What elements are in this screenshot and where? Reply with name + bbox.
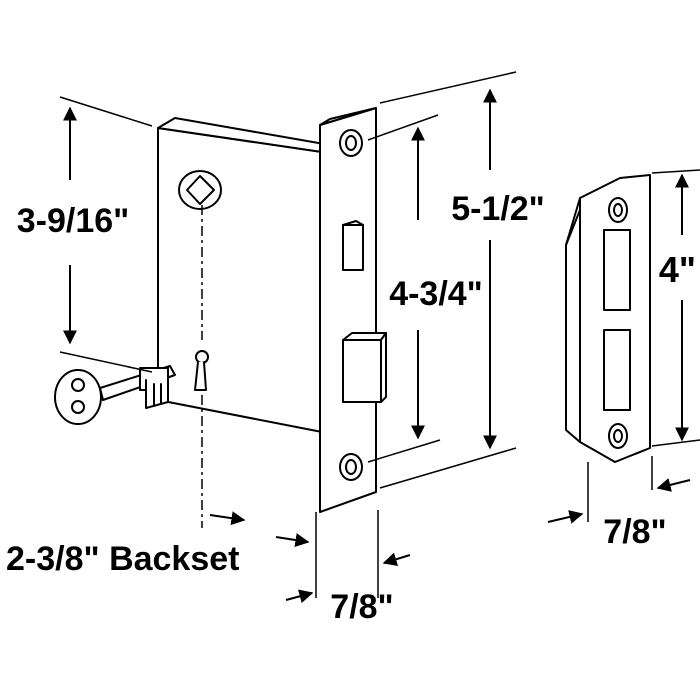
lock-case — [157, 117, 331, 433]
keyhole — [194, 350, 209, 391]
strike-plate — [565, 174, 651, 463]
faceplate — [319, 107, 387, 513]
faceplate-height-label: 5-1/2" — [451, 190, 545, 228]
spindle-hub — [178, 170, 222, 210]
backset-label: 2-3/8" Backset — [6, 540, 239, 578]
case-height-label: 3-9/16" — [17, 202, 130, 240]
strike-width-label: 7/8" — [603, 513, 666, 551]
faceplate-width-label: 7/8" — [330, 588, 393, 626]
hole-spacing-label: 4-3/4" — [389, 275, 483, 313]
skeleton-key-icon — [54, 365, 176, 425]
dimension-arrows — [63, 88, 691, 604]
strike-height-label: 4" — [659, 249, 696, 290]
extension-lines — [59, 71, 700, 598]
